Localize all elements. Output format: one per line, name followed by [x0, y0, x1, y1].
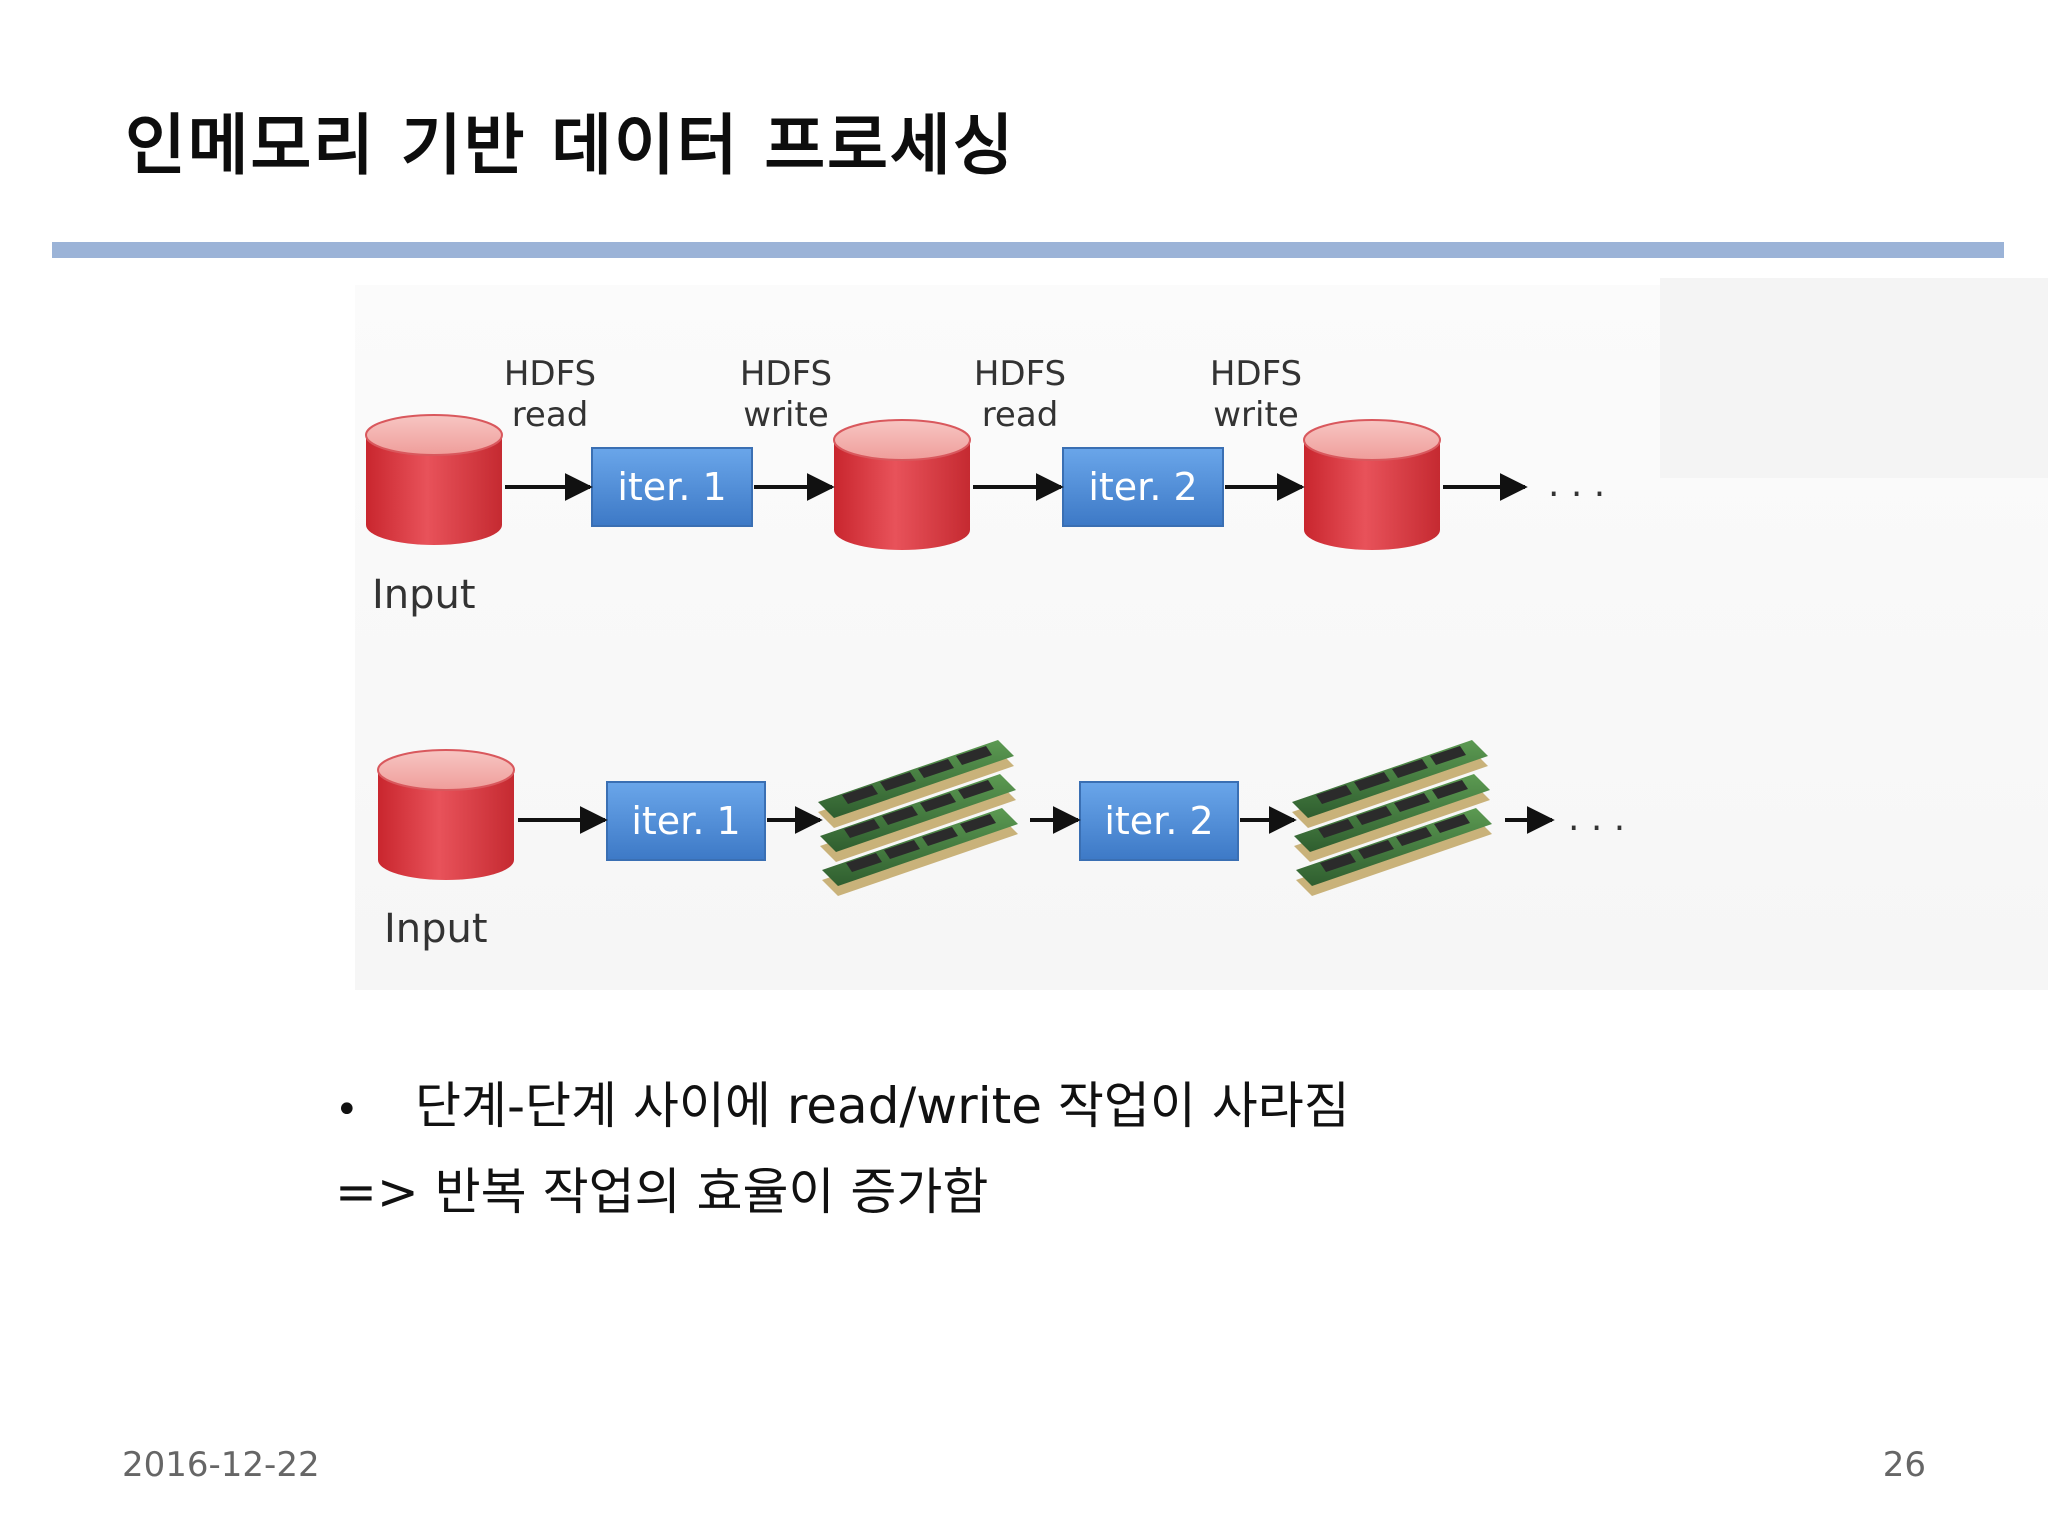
cylinder-right-top: [1303, 419, 1441, 551]
hdfs-op-2: write: [743, 395, 828, 435]
hdfs-op-1: read: [512, 395, 589, 435]
cylinder-mid-top: [833, 419, 971, 551]
cylinder-input-bottom: [377, 749, 515, 881]
ram-modules-1: [818, 740, 1018, 896]
footer-date: 2016-12-22: [122, 1445, 320, 1485]
hdfs-op-4: write: [1213, 395, 1298, 435]
title-divider: [52, 242, 2004, 258]
ellipsis-top: . . .: [1548, 464, 1605, 505]
input-label-top: Input: [372, 572, 476, 618]
bullet-marker: •: [335, 1087, 359, 1133]
page-number: 26: [1882, 1445, 1926, 1485]
diagram-background-corner: [1660, 278, 2048, 478]
conclusion-text: => 반복 작업의 효율이 증가함: [335, 1163, 989, 1221]
iter-1-box-bottom: [606, 781, 766, 861]
hdfs-label-4: HDFS: [1210, 354, 1302, 394]
iter-2-box-bottom: [1079, 781, 1239, 861]
hdfs-label-1: HDFS: [504, 354, 596, 394]
cylinder-input-top: [365, 414, 503, 546]
hdfs-op-3: read: [982, 395, 1059, 435]
iter-2-label-top: iter. 2: [1088, 465, 1197, 509]
ellipsis-bottom: . . .: [1568, 798, 1625, 839]
hdfs-label-3: HDFS: [974, 354, 1066, 394]
hdfs-label-2: HDFS: [740, 354, 832, 394]
bullet-item: • 단계-단계 사이에 read/write 작업이 사라짐: [335, 1065, 1350, 1151]
slide-title: 인메모리 기반 데이터 프로세싱: [125, 107, 1016, 184]
iter-2-label-bottom: iter. 2: [1104, 799, 1213, 843]
iter-1-label-bottom: iter. 1: [631, 799, 740, 843]
body-text: • 단계-단계 사이에 read/write 작업이 사라짐 => 반복 작업의…: [335, 1065, 1350, 1233]
ram-modules-2: [1292, 740, 1492, 896]
bullet-text: 단계-단계 사이에 read/write 작업이 사라짐: [415, 1077, 1350, 1135]
iter-1-label-top: iter. 1: [617, 465, 726, 509]
input-label-bottom: Input: [384, 906, 488, 952]
